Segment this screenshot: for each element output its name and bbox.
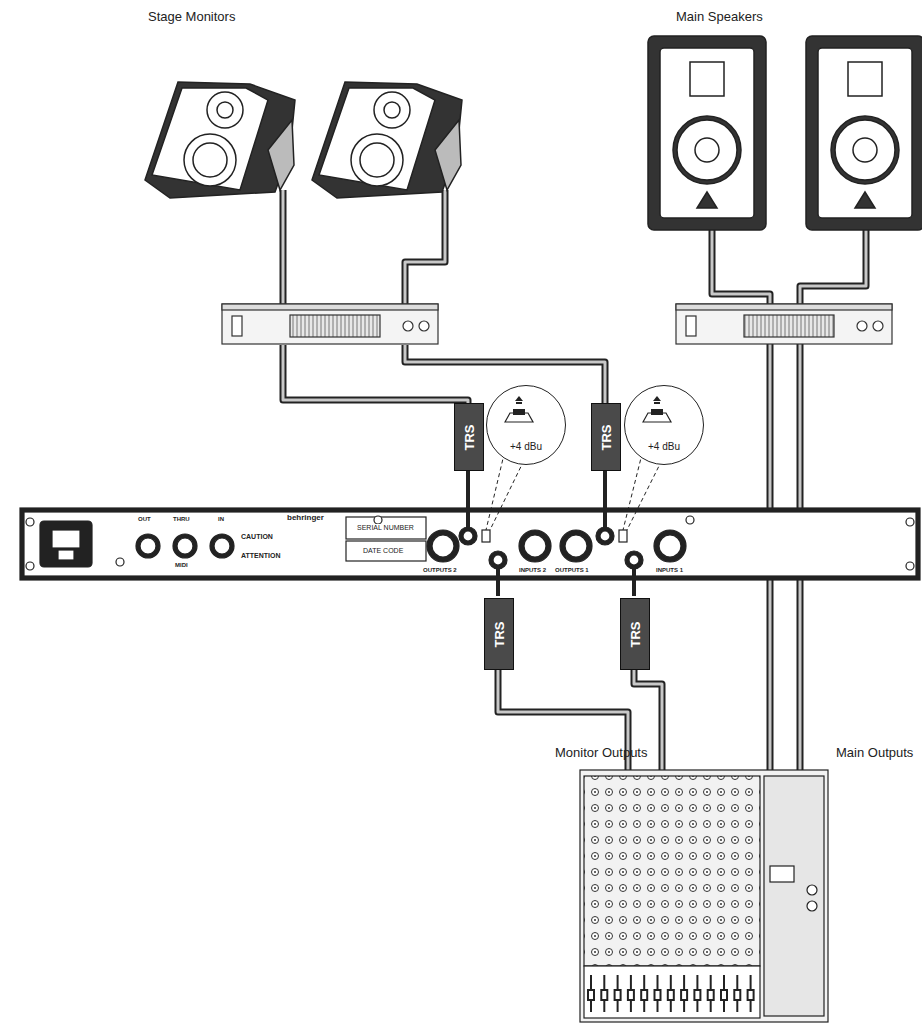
plug-tip [468,470,634,596]
panel-label: DATE CODE [362,547,404,555]
stage-monitor [312,82,462,198]
section-label: Stage Monitors [148,10,235,24]
stage-monitor [145,82,295,198]
panel-label: SERIAL NUMBER [356,524,415,532]
panel-label: OUT [137,516,152,523]
output-label: Main Outputs [836,746,913,760]
power-amplifier [676,304,892,344]
panel-label: OUTPUTS 2 [422,567,458,574]
panel-label: behringer [286,514,325,523]
connector-label: TRS [599,424,614,450]
trs-plug: TRS [484,598,514,670]
panel-label: OUTPUTS 1 [554,567,590,574]
switch-callout: +4 dBu [624,385,704,465]
main-speaker [648,36,766,230]
panel-label: IN [217,516,225,523]
cables [283,190,866,772]
panel-label: INPUTS 1 [655,567,684,574]
output-label: Monitor Outputs [555,746,648,760]
switch-icon [625,386,689,450]
panel-label: ATTENTION [240,552,282,560]
switch-callout: +4 dBu [486,385,566,465]
panel-label: CAUTION [240,533,274,541]
main-speaker [806,36,922,230]
connector-label: TRS [628,621,643,647]
level-label: +4 dBu [625,441,703,452]
trs-plug: TRS [591,403,621,471]
connector-label: TRS [492,621,507,647]
switch-icon [487,386,551,450]
power-amplifier [222,304,438,344]
mixer-faders [588,975,754,1012]
trs-plug: TRS [454,403,484,471]
panel-label: INPUTS 2 [518,567,547,574]
trs-plug: TRS [620,598,650,670]
section-label: Main Speakers [676,10,763,24]
connector-label: TRS [462,424,477,450]
panel-label: THRU [172,516,191,523]
mixing-console [580,770,828,1022]
panel-label: MIDI [174,562,189,569]
level-label: +4 dBu [487,441,565,452]
